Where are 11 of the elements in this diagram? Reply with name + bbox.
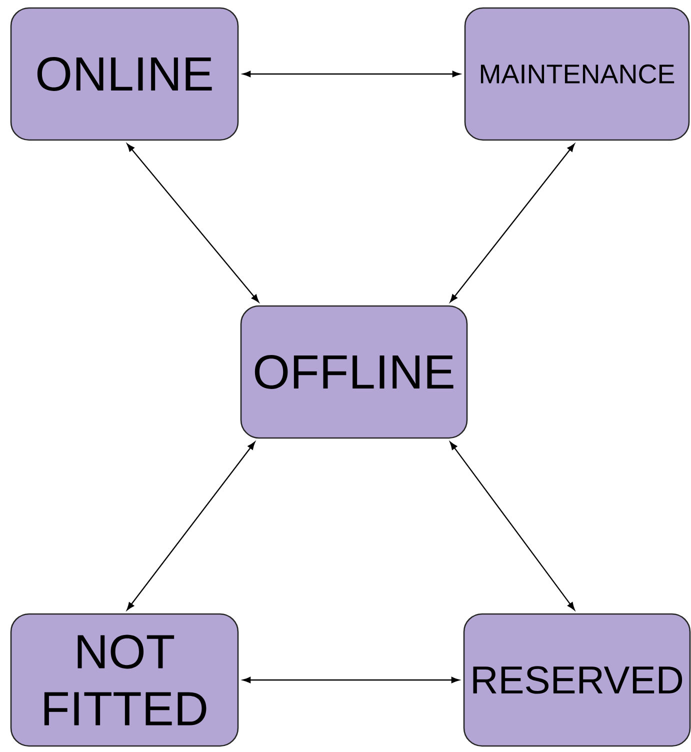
arrow [126,442,256,610]
arrow [242,70,460,78]
state-box: NOT FITTED [10,613,239,747]
arrow [450,442,575,610]
arrow [450,144,575,302]
state-box: OFFLINE [240,305,468,439]
state-box: ONLINE [10,7,239,141]
state-box: MAINTENANCE [464,7,690,141]
arrow [242,676,460,684]
arrow [126,144,259,302]
state-box: RESERVED [463,613,691,747]
